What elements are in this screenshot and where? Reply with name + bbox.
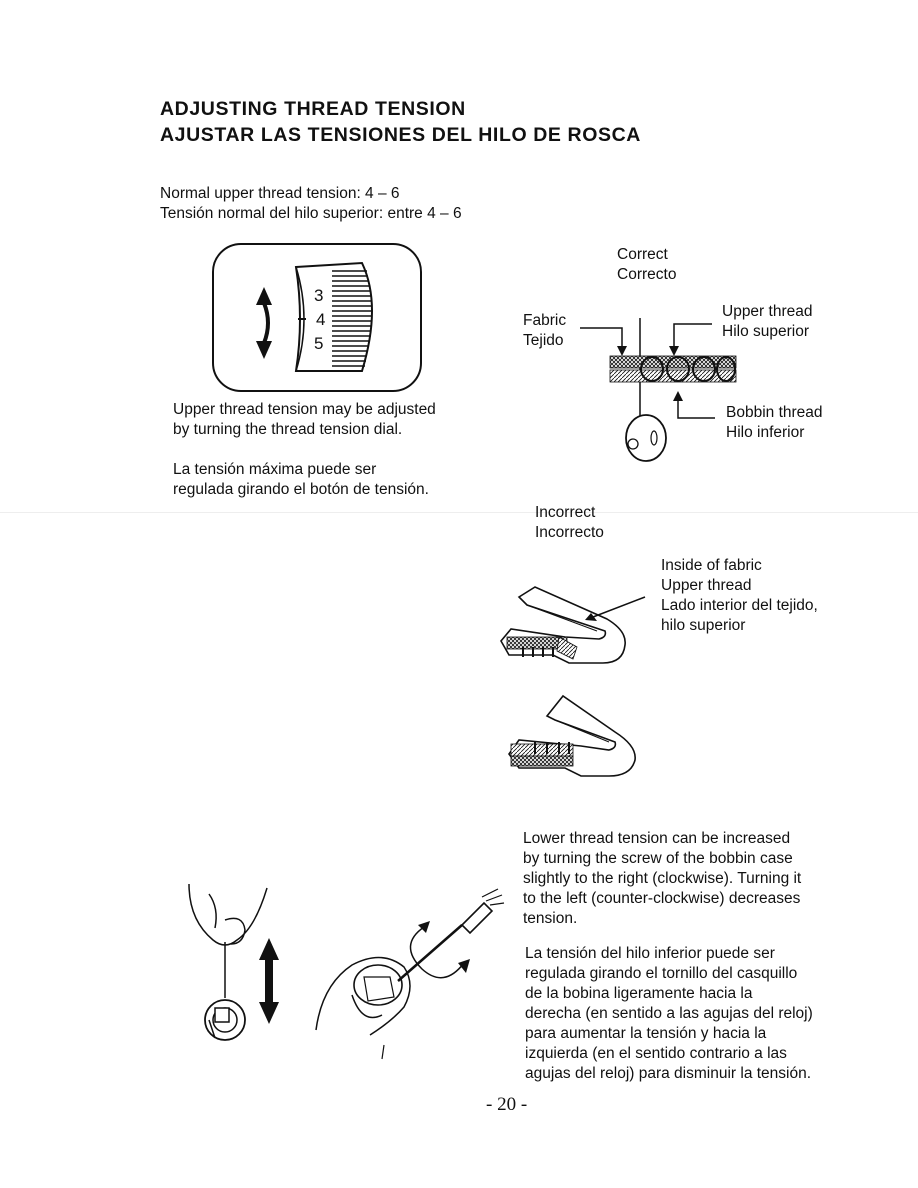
bobbin-thread-label-en: Bobbin thread — [726, 404, 823, 421]
title-es: AJUSTAR LAS TENSIONES DEL HILO DE ROSCA — [160, 124, 641, 146]
vertical-double-arrow-icon — [259, 938, 279, 1024]
incorrect-stitch-diagram-2 — [508, 694, 636, 777]
normal-tension-en: Normal upper thread tension: 4 – 6 — [160, 185, 400, 202]
fabric-label-es: Tejido — [523, 332, 564, 349]
dial-caption-en: Upper thread tension may be adjusted by … — [173, 400, 436, 440]
incorrect-label-line3: Lado interior del tejido, — [661, 597, 818, 614]
normal-tension-text: Normal upper thread tension: 4 – 6 Tensi… — [160, 184, 462, 224]
dial-caption-es: La tensión máxima puede ser regulada gir… — [173, 460, 429, 500]
dial-caption-es-line1: La tensión máxima puede ser — [173, 461, 377, 478]
bobbin-thread-label: Bobbin thread Hilo inferior — [726, 403, 823, 443]
incorrect-label-line2: Upper thread — [661, 577, 752, 594]
lower-tension-es-line2: regulada girando el tornillo del casquil… — [525, 965, 798, 982]
lower-tension-es: La tensión del hilo inferior puede ser r… — [525, 944, 813, 1084]
lower-tension-en-line2: by turning the screw of the bobbin case — [523, 850, 793, 867]
dial-caption-en-line1: Upper thread tension may be adjusted — [173, 401, 436, 418]
lower-tension-es-line1: La tensión del hilo inferior puede ser — [525, 945, 775, 962]
normal-tension-es: Tensión normal del hilo superior: entre … — [160, 205, 462, 222]
tension-dial-illustration: 3 4 5 — [212, 243, 422, 392]
screwdriver-illustration — [315, 888, 505, 1060]
page-title: ADJUSTING THREAD TENSION AJUSTAR LAS TEN… — [160, 97, 641, 147]
lower-tension-es-line6: izquierda (en el sentido contrario a las — [525, 1045, 787, 1062]
fabric-label: Fabric Tejido — [523, 311, 566, 351]
dial-number-3: 3 — [314, 286, 323, 305]
lower-tension-en-line3: slightly to the right (clockwise). Turni… — [523, 870, 802, 887]
correct-title-es: Correcto — [617, 266, 677, 283]
upper-thread-label: Upper thread Hilo superior — [722, 302, 812, 342]
dial-number-5: 5 — [314, 334, 323, 353]
lower-tension-en: Lower thread tension can be increased by… — [523, 829, 801, 929]
bobbin-thread-label-es: Hilo inferior — [726, 424, 805, 441]
incorrect-label: Inside of fabric Upper thread Lado inter… — [661, 556, 818, 636]
incorrect-title-en: Incorrect — [535, 504, 596, 521]
correct-title: Correct Correcto — [617, 245, 676, 285]
page-number: - 20 - — [486, 1094, 528, 1115]
upper-thread-label-es: Hilo superior — [722, 323, 810, 340]
incorrect-title-es: Incorrecto — [535, 524, 604, 541]
correct-title-en: Correct — [617, 246, 668, 263]
incorrect-stitch-diagram-1 — [500, 586, 646, 664]
upper-thread-label-en: Upper thread — [722, 303, 813, 320]
dial-number-4: 4 — [316, 310, 325, 329]
title-en: ADJUSTING THREAD TENSION — [160, 98, 466, 120]
bobbin-case-hand-illustration — [188, 883, 279, 1041]
incorrect-label-line1: Inside of fabric — [661, 557, 762, 574]
lower-tension-es-line4: derecha (en sentido a las agujas del rel… — [525, 1005, 813, 1022]
correct-stitch-diagram — [580, 318, 737, 462]
incorrect-label-line4: hilo superior — [661, 617, 746, 634]
lower-tension-es-line7: agujas del reloj) para disminuir la tens… — [525, 1065, 812, 1082]
lower-tension-en-line1: Lower thread tension can be increased — [523, 830, 791, 847]
lower-tension-es-line3: de la bobina ligeramente hacia la — [525, 985, 753, 1002]
scan-line — [0, 512, 918, 513]
fabric-label-en: Fabric — [523, 312, 567, 329]
lower-tension-en-line4: to the left (counter-clockwise) decrease… — [523, 890, 801, 907]
lower-tension-en-line5: tension. — [523, 910, 578, 927]
incorrect-title: Incorrect Incorrecto — [535, 503, 604, 543]
dial-caption-es-line2: regulada girando el botón de tensión. — [173, 481, 429, 498]
lower-tension-es-line5: para aumentar la tensión y hacia la — [525, 1025, 767, 1042]
double-arrow-icon — [256, 287, 272, 359]
dial-caption-en-line2: by turning the thread tension dial. — [173, 421, 403, 438]
